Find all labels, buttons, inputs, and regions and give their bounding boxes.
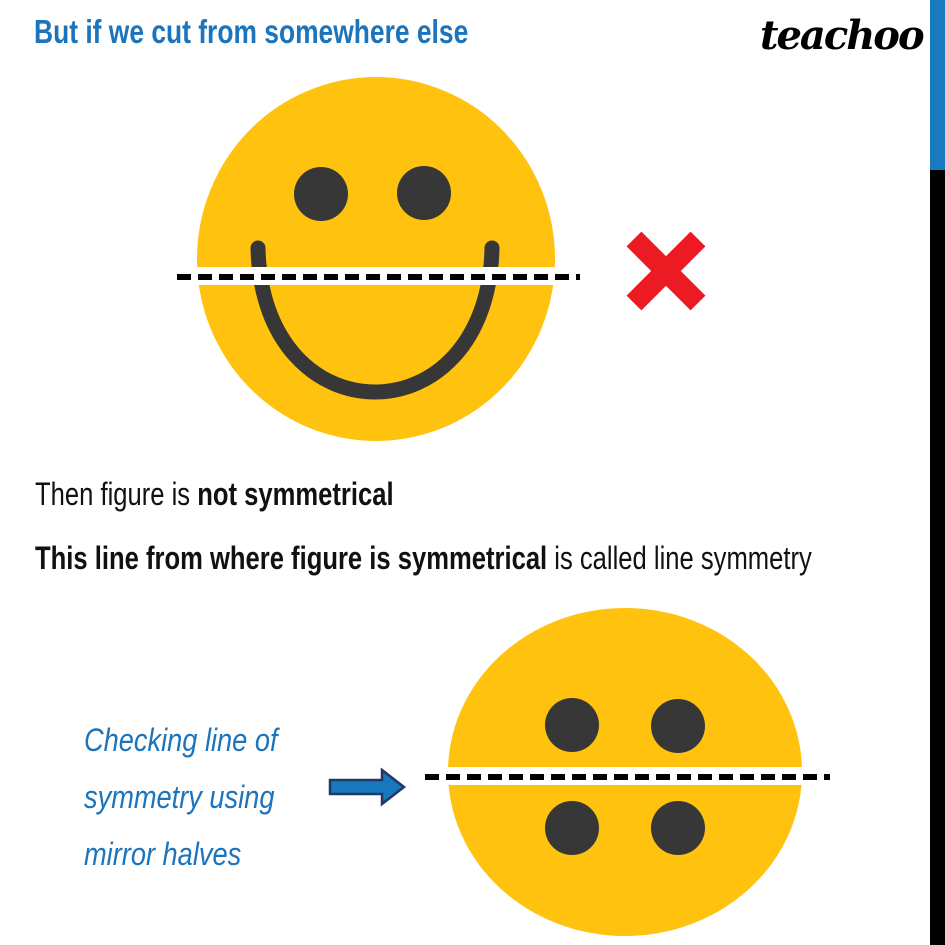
smiley-eye-left: [294, 167, 348, 221]
smiley-mouth: [250, 240, 500, 400]
dot-top-right: [651, 699, 705, 753]
caption-line-2: symmetry using: [84, 779, 275, 815]
smiley-face-figure: [170, 77, 588, 441]
dots-circle-figure: [418, 608, 838, 936]
dot-bottom-right: [651, 801, 705, 855]
dot-bottom-left: [545, 801, 599, 855]
statement-1-bold: not symmetrical: [197, 476, 394, 512]
brand-bar-blue: [930, 0, 945, 170]
statement-2-bold: This line from where figure is symmetric…: [35, 540, 548, 576]
brand-bar-black: [930, 170, 945, 945]
statement-not-symmetrical: Then figure is not symmetrical: [35, 476, 394, 513]
statement-1-normal: Then figure is: [35, 476, 198, 512]
smiley-eye-right: [397, 166, 451, 220]
arrow-right-icon: [328, 767, 407, 807]
caption-line-1: Checking line of: [84, 722, 278, 758]
cross-stroke-2: [626, 231, 706, 311]
statement-line-symmetry: This line from where figure is symmetric…: [35, 540, 812, 577]
cross-icon: [626, 231, 706, 311]
dot-top-left: [545, 698, 599, 752]
caption-line-3: mirror halves: [84, 836, 242, 872]
statement-2-normal: is called line symmetry: [547, 540, 812, 576]
caption-checking-line-of-symmetry: Checking line of symmetry using mirror h…: [84, 712, 312, 883]
teachoo-logo: teachoo: [760, 12, 925, 59]
page-title: But if we cut from somewhere else: [34, 13, 469, 50]
